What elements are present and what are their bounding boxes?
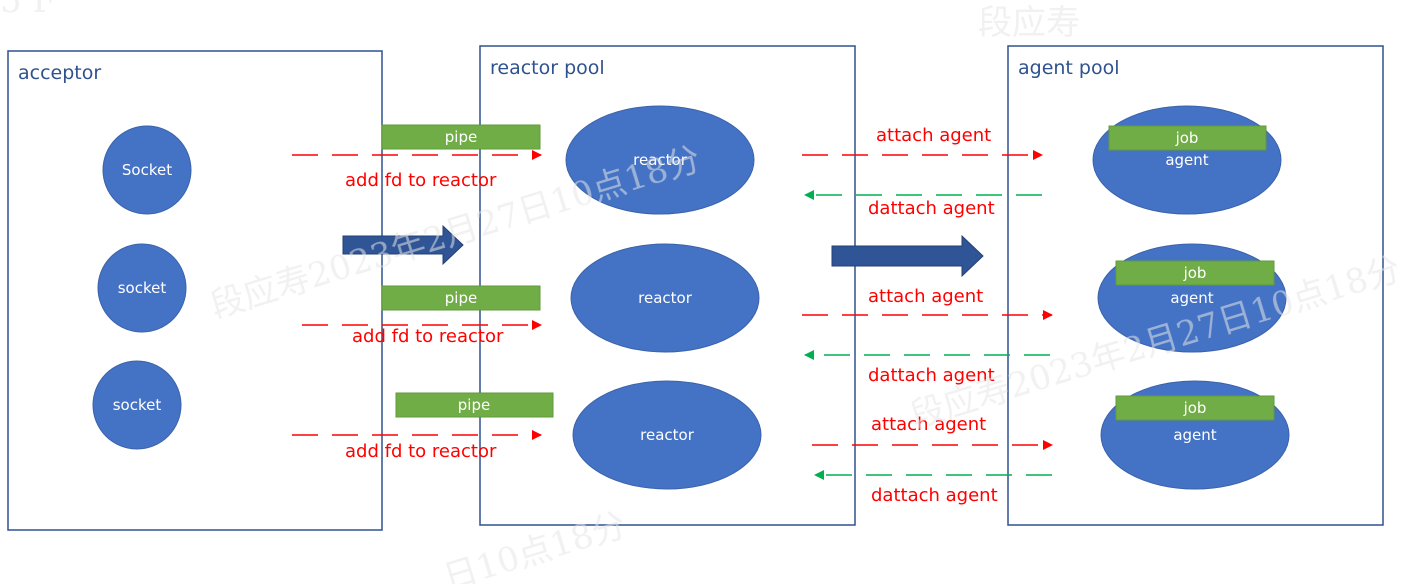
detach-label: dattach agent [868,198,995,219]
agent-label: agent [1173,426,1216,444]
pipe-link-2: pipe add fd to reactor [302,285,542,347]
socket-node-2: socket [97,243,187,333]
reactor-label: reactor [633,151,688,169]
agent-link-2: attach agent dattach agent [802,286,1053,386]
add-fd-label: add fd to reactor [345,170,497,191]
reactor-node-1: reactor [565,105,755,215]
reactor-to-agent-arrow [831,234,984,278]
agent-link-1: attach agent dattach agent [802,125,1043,219]
acceptor-title: acceptor [18,62,101,84]
acceptor-panel: acceptor [7,50,383,531]
detach-label: dattach agent [868,365,995,386]
agent-node-2: job agent [1097,243,1287,353]
attach-label: attach agent [871,414,986,435]
socket-circle [102,125,192,215]
reactor-node-3: reactor [572,380,762,490]
add-fd-label: add fd to reactor [345,441,497,462]
socket-label: socket [118,279,167,297]
agent-link-3: attach agent dattach agent [812,414,1053,506]
acceptor-box [7,50,383,531]
watermark-text: 段应寿 [978,3,1080,43]
job-tag [1115,395,1275,421]
job-tag [1115,260,1275,286]
socket-node-3: socket [92,360,182,450]
job-label: job [1183,264,1207,282]
agent-node-1: job agent [1092,105,1282,215]
agent-pool-title: agent pool [1018,57,1120,79]
socket-circle [92,360,182,450]
socket-label: socket [113,396,162,414]
pipe-label: pipe [445,128,477,146]
pipe-tag [395,392,554,418]
detach-label: dattach agent [871,485,998,506]
reactor-ellipse [572,380,762,490]
job-label: job [1175,129,1199,147]
reactor-node-2: reactor [570,243,760,353]
pipe-tag [381,285,541,311]
pipe-label: pipe [458,396,490,414]
socket-node-1: Socket [102,125,192,215]
pipe-tag [381,124,541,150]
attach-label: attach agent [876,125,991,146]
reactor-label: reactor [638,289,693,307]
agent-node-3: job agent [1100,380,1290,490]
reactor-ellipse [570,243,760,353]
reactor-label: reactor [640,426,695,444]
watermark-text: 5 F [0,0,56,21]
job-label: job [1183,399,1207,417]
attach-label: attach agent [868,286,983,307]
agent-label: agent [1165,151,1208,169]
agent-label: agent [1170,289,1213,307]
pipe-link-3: pipe add fd to reactor [292,392,554,462]
reactor-pool-title: reactor pool [490,57,605,79]
pipe-link-1: pipe add fd to reactor [292,124,542,191]
acceptor-to-reactor-arrow [342,224,464,266]
pipe-label: pipe [445,289,477,307]
job-tag [1108,125,1267,151]
reactor-ellipse [565,105,755,215]
add-fd-label: add fd to reactor [352,326,504,347]
socket-circle [97,243,187,333]
socket-label: Socket [122,161,172,179]
